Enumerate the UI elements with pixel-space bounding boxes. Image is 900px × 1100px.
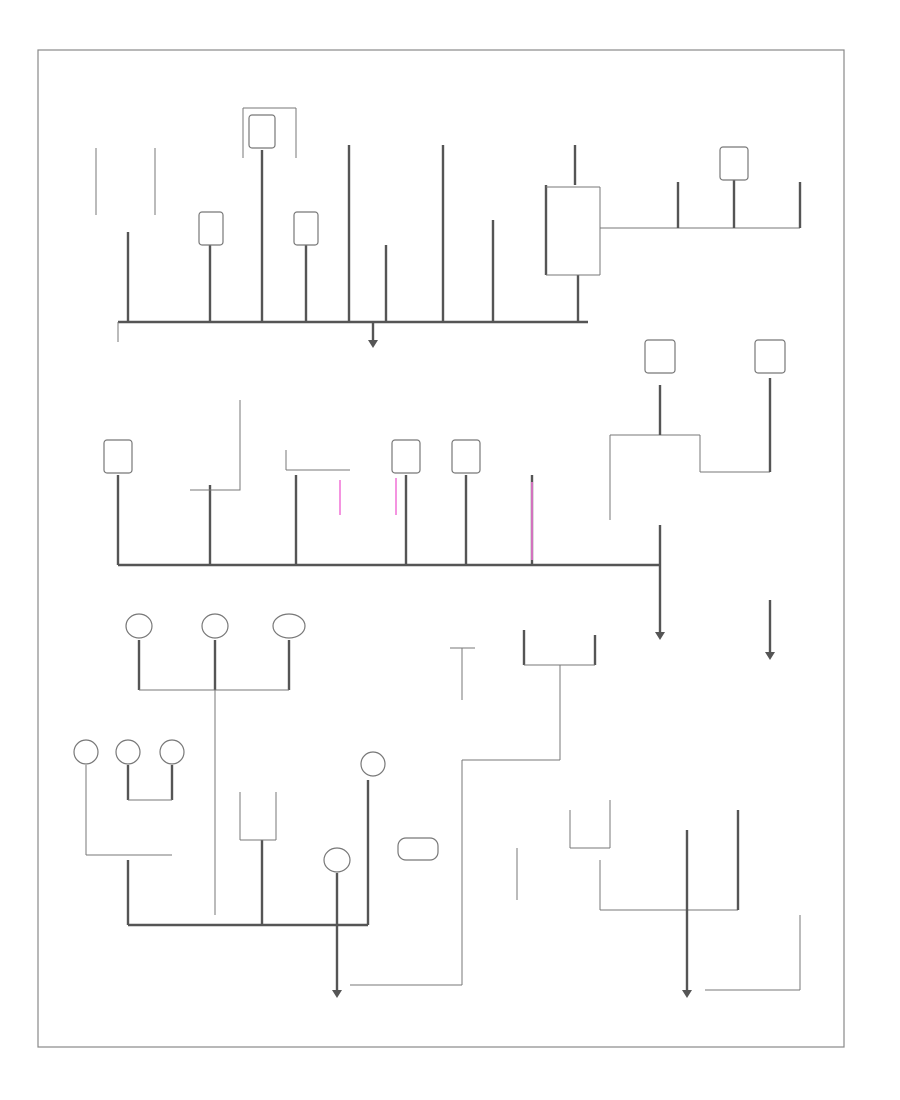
section-middle bbox=[103, 339, 786, 660]
lamp-icon bbox=[360, 751, 386, 777]
lamp-icon bbox=[159, 739, 185, 765]
ground-point-icon bbox=[765, 652, 775, 660]
section-bottom-right bbox=[450, 630, 801, 998]
component-box bbox=[248, 114, 276, 149]
lamp-icon bbox=[201, 613, 229, 639]
ground-point-icon bbox=[655, 632, 665, 640]
component-box bbox=[644, 339, 676, 374]
section-top bbox=[95, 107, 802, 348]
lamp-icon bbox=[115, 739, 141, 765]
component-box bbox=[754, 339, 786, 374]
ground-point-icon bbox=[682, 990, 692, 998]
component-box bbox=[391, 439, 421, 474]
ground-point-icon bbox=[332, 990, 342, 998]
ground-point-icon bbox=[368, 340, 378, 348]
lamp-icon bbox=[323, 847, 351, 873]
component-box bbox=[198, 211, 224, 246]
component-box bbox=[397, 837, 439, 861]
component-box bbox=[293, 211, 319, 246]
diagram-frame bbox=[37, 49, 845, 1048]
component-box bbox=[103, 439, 133, 474]
component-box bbox=[719, 146, 749, 181]
lamp-icon bbox=[272, 613, 306, 639]
lamp-icon bbox=[73, 739, 99, 765]
component-box bbox=[451, 439, 481, 474]
section-bottom-left bbox=[73, 613, 463, 998]
lamp-icon bbox=[125, 613, 153, 639]
